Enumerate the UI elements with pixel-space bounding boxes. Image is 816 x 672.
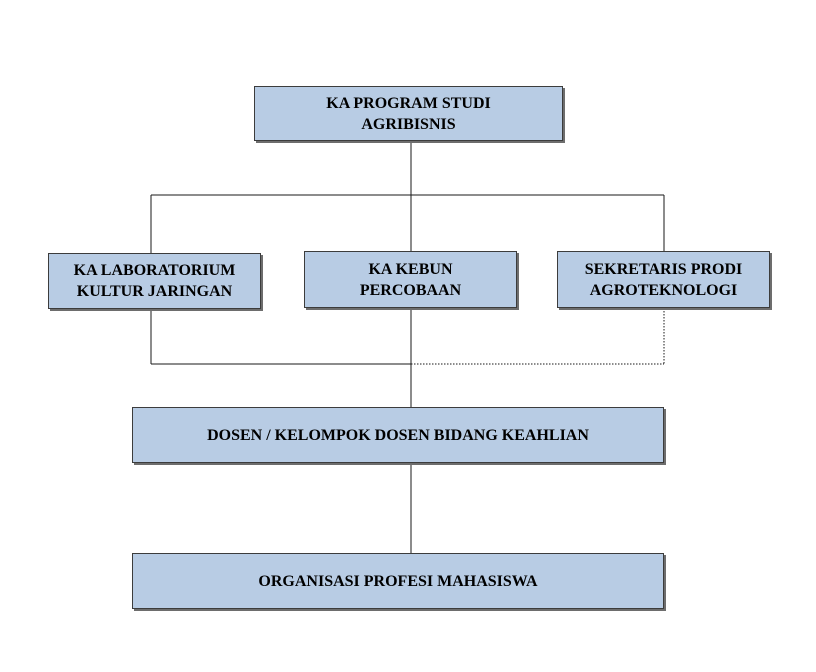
- node-ka-laboratorium: KA LABORATORIUM KULTUR JARINGAN: [48, 253, 261, 309]
- node-sekretaris-prodi: SEKRETARIS PRODI AGROTEKNOLOGI: [557, 251, 770, 308]
- node-label-line: AGROTEKNOLOGI: [589, 281, 738, 299]
- node-ka-program-studi: KA PROGRAM STUDI AGRIBISNIS: [254, 86, 563, 141]
- node-label-line: AGRIBISNIS: [361, 115, 456, 133]
- node-dosen: DOSEN / KELOMPOK DOSEN BIDANG KEAHLIAN: [132, 407, 664, 463]
- node-label-line: KA KEBUN: [368, 260, 453, 278]
- node-label-line: PERCOBAAN: [359, 281, 462, 299]
- node-ka-kebun: KA KEBUN PERCOBAAN: [304, 251, 517, 308]
- node-label-line: KA LABORATORIUM: [73, 262, 236, 279]
- node-label-line: DOSEN / KELOMPOK DOSEN BIDANG KEAHLIAN: [207, 426, 589, 444]
- node-organisasi-profesi: ORGANISASI PROFESI MAHASISWA: [132, 553, 664, 609]
- node-label-line: SEKRETARIS PRODI: [584, 260, 743, 278]
- node-label-line: ORGANISASI PROFESI MAHASISWA: [258, 572, 538, 590]
- node-label-line: KA PROGRAM STUDI: [326, 94, 491, 112]
- node-label-line: KULTUR JARINGAN: [76, 283, 233, 300]
